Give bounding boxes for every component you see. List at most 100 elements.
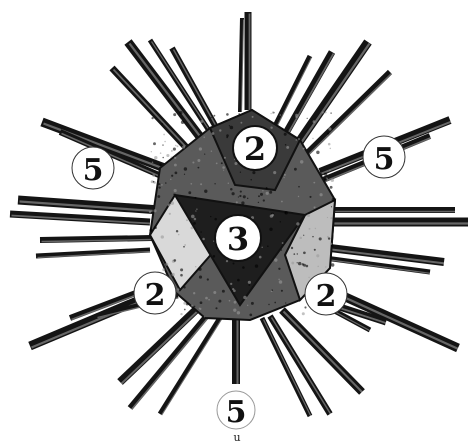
speckle (216, 163, 218, 165)
spike (18, 200, 160, 210)
speckle (314, 206, 316, 208)
speckle (324, 178, 327, 181)
speckle (313, 182, 315, 184)
speckle (314, 249, 316, 251)
speckle (228, 183, 229, 184)
speckle (195, 197, 197, 199)
speckle (330, 186, 333, 189)
speckle (331, 263, 334, 266)
speckle (152, 174, 155, 177)
speckle (194, 218, 197, 221)
speckle (151, 117, 153, 119)
speckle (312, 236, 314, 238)
speckle (297, 262, 298, 263)
speckle (295, 114, 298, 117)
speckle (213, 291, 216, 294)
speckle (278, 279, 279, 280)
speckle (303, 251, 306, 254)
speckle (161, 235, 164, 238)
speckle (248, 284, 250, 286)
speckle (243, 195, 246, 198)
speckle (281, 249, 282, 250)
speckle (204, 153, 205, 154)
speckle (180, 268, 183, 271)
speckle (161, 123, 163, 125)
speckle (226, 113, 229, 116)
label-top: 2 (233, 126, 277, 170)
speckle (157, 195, 160, 198)
speckle (294, 168, 297, 171)
speckle (298, 186, 300, 188)
speckle (270, 113, 271, 114)
speckle (279, 280, 283, 284)
speckle (268, 304, 269, 305)
speckle (211, 117, 212, 118)
speckle (199, 276, 202, 279)
speckle (152, 162, 154, 164)
speckle (229, 300, 231, 302)
speckle (181, 121, 184, 124)
speckle (184, 174, 185, 175)
speckle (179, 111, 182, 114)
speckle (173, 148, 176, 151)
speckle (315, 228, 316, 229)
speckle (214, 183, 215, 184)
speckle (161, 184, 163, 186)
speckle (199, 308, 201, 310)
speckle (332, 198, 335, 201)
speckle (159, 163, 161, 165)
speckle (328, 237, 330, 239)
speckle (170, 179, 171, 180)
speckle (215, 307, 217, 309)
speckle (327, 217, 328, 218)
speckle (249, 314, 252, 317)
speckle (266, 192, 269, 195)
speckle (330, 112, 331, 113)
speckle (232, 262, 234, 264)
speckle (163, 134, 165, 136)
speckle (229, 125, 230, 126)
speckle (230, 126, 234, 130)
speckle (307, 214, 310, 217)
speckle (269, 191, 272, 194)
speckle (270, 127, 272, 129)
label-bottom: 5 u (217, 391, 255, 444)
speckle (331, 178, 334, 181)
speckle (320, 193, 323, 196)
speckle (207, 278, 209, 280)
speckle (317, 266, 319, 268)
speckle (325, 111, 327, 113)
speckle (174, 164, 177, 167)
speckle (247, 305, 248, 306)
speckle (171, 175, 173, 177)
speckle (176, 230, 178, 232)
speckle (192, 161, 194, 163)
speckle (240, 122, 242, 124)
speckle (183, 246, 185, 248)
speckle (194, 306, 196, 308)
speckle (299, 237, 302, 240)
speckle (168, 203, 171, 206)
speckle (182, 145, 185, 148)
speckle (269, 228, 272, 231)
speckle (171, 150, 173, 152)
speckle (291, 247, 293, 249)
speckle (171, 273, 174, 276)
speckle (240, 191, 242, 193)
speckle (162, 144, 163, 145)
speckle (180, 313, 182, 315)
speckle (203, 137, 204, 138)
speckle (154, 226, 157, 229)
speckle (205, 297, 208, 300)
speckle (261, 247, 262, 248)
speckle (260, 193, 263, 196)
speckle (304, 306, 306, 308)
speckle (226, 260, 228, 262)
speckle (149, 211, 151, 213)
speckle (283, 177, 284, 178)
speckle (165, 263, 168, 266)
speckle (222, 290, 225, 293)
speckle (296, 139, 298, 141)
speckle (186, 219, 188, 221)
speckle (281, 290, 283, 292)
